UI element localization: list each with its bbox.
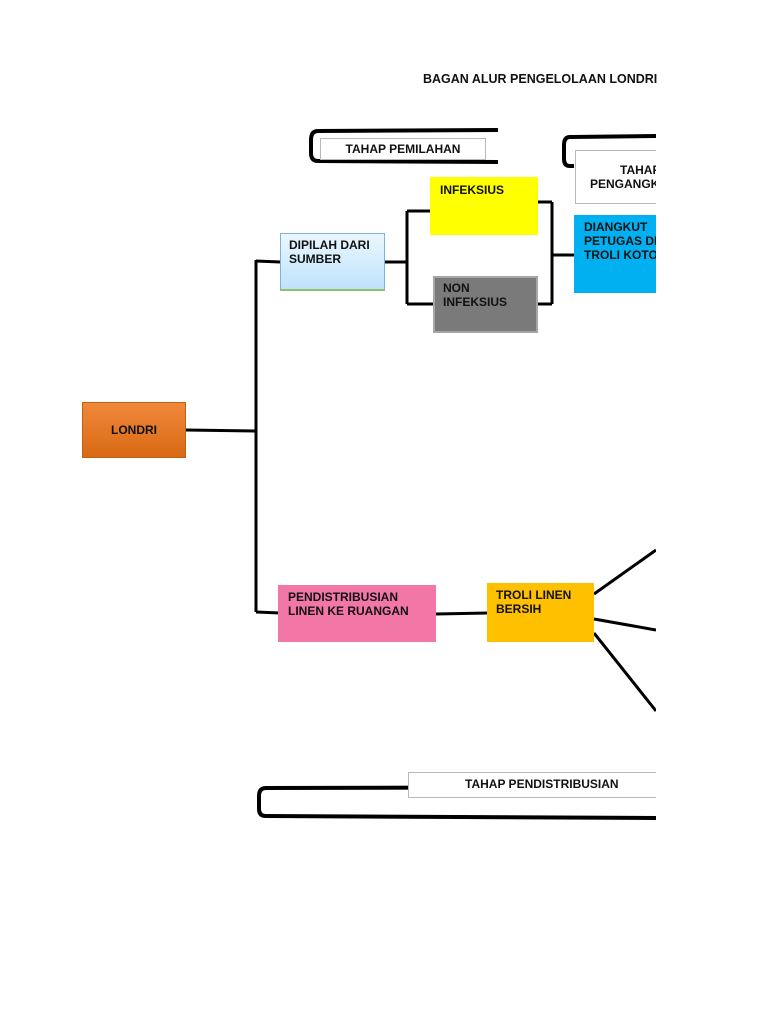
node-non-infeksius-line1: NON [443, 281, 470, 295]
connector-to-pendistribusian [255, 610, 281, 615]
distribution-bracket [257, 785, 656, 820]
connector-troli-out-3 [592, 632, 656, 712]
stage-transport-label: TAHAP PENGANGKU [575, 150, 656, 204]
node-pendistribusian-line1: PENDISTRIBUSIAN [288, 590, 399, 604]
node-infeksius: INFEKSIUS [430, 177, 538, 235]
node-troli-bersih-line1: TROLI LINEN [496, 588, 572, 602]
stage-transport-line2: PENGANGKU [590, 177, 656, 191]
node-dipilah-line2: SUMBER [289, 252, 342, 266]
node-londri: LONDRI [82, 402, 186, 458]
stage-distribution-label: TAHAP PENDISTRIBUSIAN [408, 772, 656, 798]
node-troli-bersih-line2: BERSIH [496, 602, 542, 616]
node-dipilah: DIPILAH DARI SUMBER [280, 233, 385, 291]
connector-troli-out-2 [593, 617, 656, 632]
connector-lines [185, 128, 656, 820]
sorting-bracket [309, 128, 499, 164]
node-diangkut-line1: DIANGKUT [584, 220, 648, 234]
stage-sorting-label: TAHAP PEMILAHAN [320, 138, 486, 160]
stage-transport-line1: TAHAP [620, 163, 656, 177]
node-non-infeksius-line2: INFEKSIUS [443, 295, 508, 309]
diagram-title: BAGAN ALUR PENGELOLAAN LONDRI [423, 72, 658, 86]
node-diangkut-line2: PETUGAS DE [584, 234, 656, 248]
node-diangkut: DIANGKUT PETUGAS DE TROLI KOTOR [574, 215, 656, 293]
diagram-canvas: TAHAP PEMILAHAN TAHAP PENGANGKU TAHAP PE… [82, 128, 656, 820]
connector-to-troli [435, 611, 489, 616]
node-dipilah-line1: DIPILAH DARI [289, 238, 370, 252]
node-pendistribusian: PENDISTRIBUSIAN LINEN KE RUANGAN [278, 585, 436, 642]
node-pendistribusian-line2: LINEN KE RUANGAN [288, 604, 409, 618]
connector-londri-trunk [185, 428, 257, 433]
transport-bracket [562, 134, 656, 168]
node-troli-bersih: TROLI LINEN BERSIH [487, 583, 594, 642]
node-non-infeksius: NON INFEKSIUS [433, 276, 538, 333]
node-diangkut-line3: TROLI KOTOR [584, 248, 656, 262]
connector-troli-out-1 [593, 548, 656, 596]
connector-to-dipilah [255, 259, 281, 264]
